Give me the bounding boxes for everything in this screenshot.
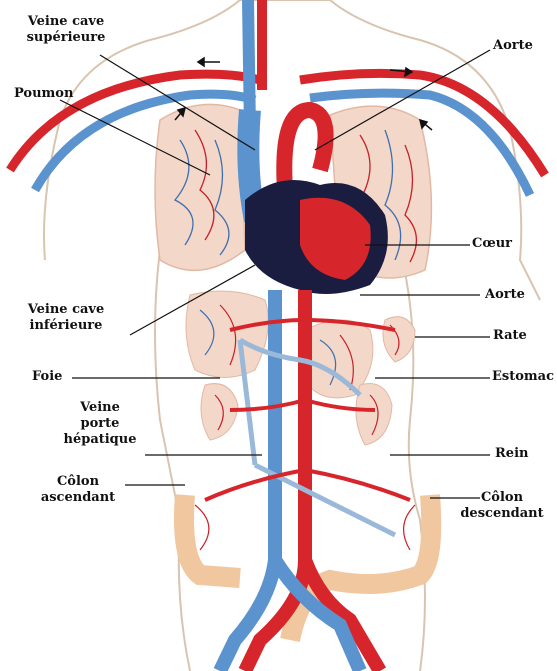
kidney-right bbox=[356, 384, 392, 445]
label-estomac: Estomac bbox=[492, 369, 554, 385]
label-line: porte bbox=[50, 416, 150, 432]
liver bbox=[186, 291, 268, 378]
label-veine-porte-hepatique: Veine porte hépatique bbox=[50, 400, 150, 448]
label-colon-ascendant: Côlon ascendant bbox=[28, 474, 128, 506]
label-aorte-mid: Aorte bbox=[485, 287, 525, 303]
label-line: Veine bbox=[50, 400, 150, 416]
label-veine-cave-superieure: Veine cave supérieure bbox=[6, 14, 126, 46]
label-line: supérieure bbox=[6, 30, 126, 46]
left-lung bbox=[155, 104, 245, 270]
label-line: ascendant bbox=[28, 490, 128, 506]
label-veine-cave-inferieure: Veine cave inférieure bbox=[4, 302, 128, 334]
label-poumon: Poumon bbox=[14, 86, 73, 102]
label-line: Veine cave bbox=[4, 302, 128, 318]
label-line: Côlon bbox=[452, 490, 552, 506]
label-aorte-top: Aorte bbox=[493, 38, 533, 54]
aortic-arch bbox=[284, 110, 325, 190]
label-line: Côlon bbox=[28, 474, 128, 490]
label-line: Veine cave bbox=[6, 14, 126, 30]
label-line: inférieure bbox=[4, 318, 128, 334]
label-foie: Foie bbox=[32, 369, 62, 385]
label-rein: Rein bbox=[495, 446, 528, 462]
label-colon-descendant: Côlon descendant bbox=[452, 490, 552, 522]
body-outline bbox=[44, 0, 540, 671]
label-line: hépatique bbox=[50, 432, 150, 448]
label-rate: Rate bbox=[493, 328, 527, 344]
label-coeur: Cœur bbox=[472, 236, 512, 252]
label-line: descendant bbox=[452, 506, 552, 522]
